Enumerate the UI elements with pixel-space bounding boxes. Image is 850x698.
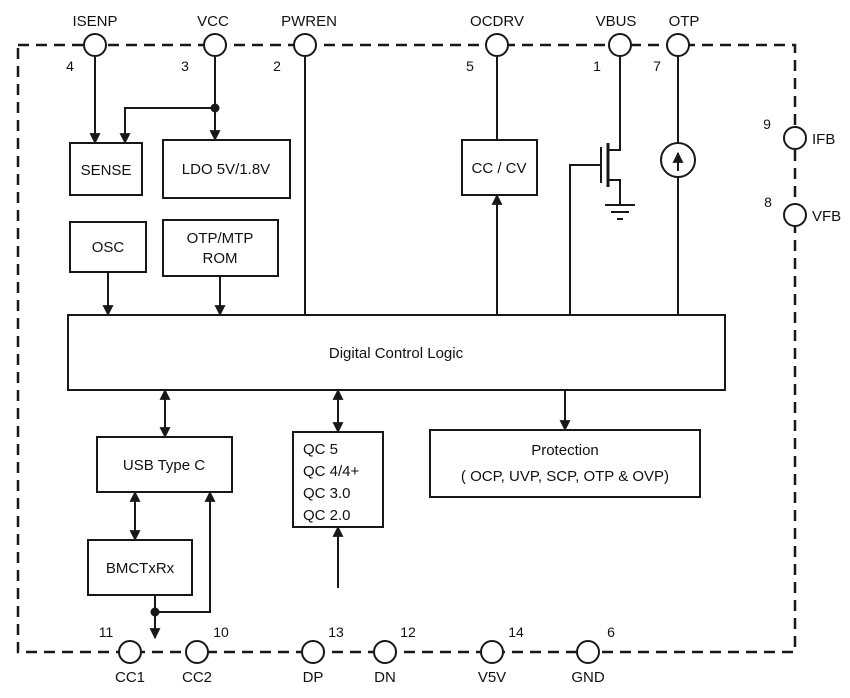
pin-number-vbus: 1 bbox=[593, 58, 601, 74]
pin-ifb bbox=[783, 126, 807, 150]
mosfet-icon bbox=[569, 56, 621, 315]
block-digital-control-logic bbox=[67, 314, 726, 391]
pin-cc1 bbox=[118, 640, 142, 664]
block-label-rom-line1: OTP/MTP bbox=[187, 230, 254, 247]
block-label-qc-line4: QC 2.0 bbox=[303, 507, 351, 524]
wire-mosfet-gate-to-dcl bbox=[569, 164, 601, 315]
block-label-qc-line1: QC 5 bbox=[303, 441, 338, 458]
block-label-usb-type-c: USB Type C bbox=[123, 457, 205, 474]
block-ldo bbox=[162, 139, 291, 199]
pin-number-vfb: 8 bbox=[764, 194, 772, 210]
current-source-icon bbox=[660, 142, 696, 178]
pin-label-v5v: V5V bbox=[478, 669, 506, 686]
block-protection bbox=[429, 429, 701, 498]
pin-label-ifb: IFB bbox=[812, 131, 835, 148]
junction-dot-bmctxrx bbox=[150, 607, 160, 617]
wire-junction-to-usb bbox=[155, 490, 216, 613]
pin-number-cc1: 11 bbox=[99, 624, 114, 640]
block-label-cc-cv: CC / CV bbox=[471, 160, 526, 177]
pin-otp bbox=[666, 33, 690, 57]
pin-label-gnd: GND bbox=[571, 669, 605, 686]
ground-icon bbox=[605, 204, 635, 220]
block-label-ldo: LDO 5V/1.8V bbox=[182, 161, 270, 178]
pin-number-v5v: 14 bbox=[508, 624, 524, 640]
wire-mosfet-source-to-ground bbox=[608, 179, 621, 205]
pin-label-vfb: VFB bbox=[812, 208, 841, 225]
block-qc bbox=[292, 431, 384, 528]
pin-number-cc2: 10 bbox=[213, 624, 229, 640]
block-usb-type-c bbox=[96, 436, 233, 493]
pin-label-otp: OTP bbox=[669, 13, 700, 30]
pin-number-gnd: 6 bbox=[607, 624, 615, 640]
block-label-bmctxrx: BMCTxRx bbox=[106, 560, 175, 577]
pin-ocdrv bbox=[485, 33, 509, 57]
pin-dp bbox=[301, 640, 325, 664]
block-label-protection-line1: Protection bbox=[531, 442, 599, 459]
pin-number-dn: 12 bbox=[400, 624, 416, 640]
block-sense bbox=[69, 142, 143, 196]
pin-label-ocdrv: OCDRV bbox=[470, 13, 524, 30]
block-label-rom-line2: ROM bbox=[203, 250, 238, 267]
pin-gnd bbox=[576, 640, 600, 664]
pin-cc2 bbox=[185, 640, 209, 664]
pin-label-dp: DP bbox=[303, 669, 324, 686]
pin-number-ocdrv: 5 bbox=[466, 58, 474, 74]
block-label-dcl: Digital Control Logic bbox=[329, 345, 464, 362]
pin-label-vbus: VBUS bbox=[596, 13, 637, 30]
pin-number-pwren: 2 bbox=[273, 58, 281, 74]
pin-label-cc2: CC2 bbox=[182, 669, 212, 686]
pin-number-ifb: 9 bbox=[763, 116, 771, 132]
pin-number-otp: 7 bbox=[653, 58, 661, 74]
block-label-qc-line2: QC 4/4+ bbox=[303, 463, 360, 480]
pin-label-pwren: PWREN bbox=[281, 13, 337, 30]
block-label-qc-line3: QC 3.0 bbox=[303, 485, 351, 502]
junction-dot-vcc bbox=[210, 103, 220, 113]
wire-vcc-to-sense bbox=[119, 107, 215, 145]
pin-label-vcc: VCC bbox=[197, 13, 229, 30]
pin-number-vcc: 3 bbox=[181, 58, 189, 74]
pin-label-isenp: ISENP bbox=[72, 13, 117, 30]
pin-vbus bbox=[608, 33, 632, 57]
chip-boundary bbox=[16, 43, 797, 654]
wire-vbus-to-mosfet-drain bbox=[608, 56, 621, 151]
pin-isenp bbox=[83, 33, 107, 57]
pin-number-isenp: 4 bbox=[66, 58, 74, 74]
pin-label-dn: DN bbox=[374, 669, 396, 686]
pin-v5v bbox=[480, 640, 504, 664]
pin-vfb bbox=[783, 203, 807, 227]
block-label-protection-line2: ( OCP, UVP, SCP, OTP & OVP) bbox=[461, 468, 669, 485]
pin-vcc bbox=[203, 33, 227, 57]
pin-number-dp: 13 bbox=[328, 624, 344, 640]
block-label-sense: SENSE bbox=[81, 162, 132, 179]
block-otp-mtp-rom bbox=[162, 219, 279, 277]
block-bmctxrx bbox=[87, 539, 193, 596]
pin-label-cc1: CC1 bbox=[115, 669, 145, 686]
pin-pwren bbox=[293, 33, 317, 57]
block-label-osc: OSC bbox=[92, 239, 125, 256]
pin-dn bbox=[373, 640, 397, 664]
